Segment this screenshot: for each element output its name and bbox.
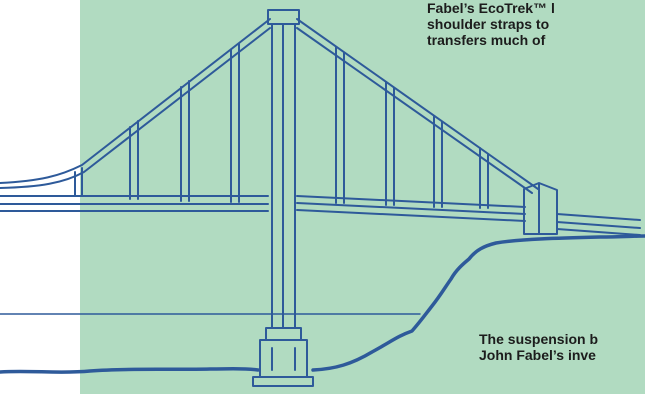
main-cable-right	[296, 18, 539, 190]
caption-top-line-1: Fabel’s EcoTrek™ l	[427, 0, 555, 16]
caption-bottom: The suspension b John Fabel’s inve	[479, 331, 598, 363]
caption-bottom-line-2: John Fabel’s inve	[479, 347, 596, 363]
deck-approach	[556, 213, 641, 236]
caption-top-line-2: shoulder straps to	[427, 16, 550, 32]
anchorage-block	[523, 182, 558, 235]
main-cable-left	[0, 18, 271, 184]
caption-top-line-3: transfers much of	[427, 32, 546, 48]
caption-top: Fabel’s EcoTrek™ l shoulder straps to tr…	[427, 0, 555, 48]
hangers-left	[74, 43, 240, 203]
tower-shaft	[271, 23, 296, 329]
tower-footing	[252, 327, 314, 387]
deck-left	[0, 195, 269, 212]
deck-right	[296, 195, 526, 222]
hangers-right	[335, 46, 489, 209]
caption-bottom-line-1: The suspension b	[479, 331, 599, 347]
terrain-line	[0, 234, 645, 374]
